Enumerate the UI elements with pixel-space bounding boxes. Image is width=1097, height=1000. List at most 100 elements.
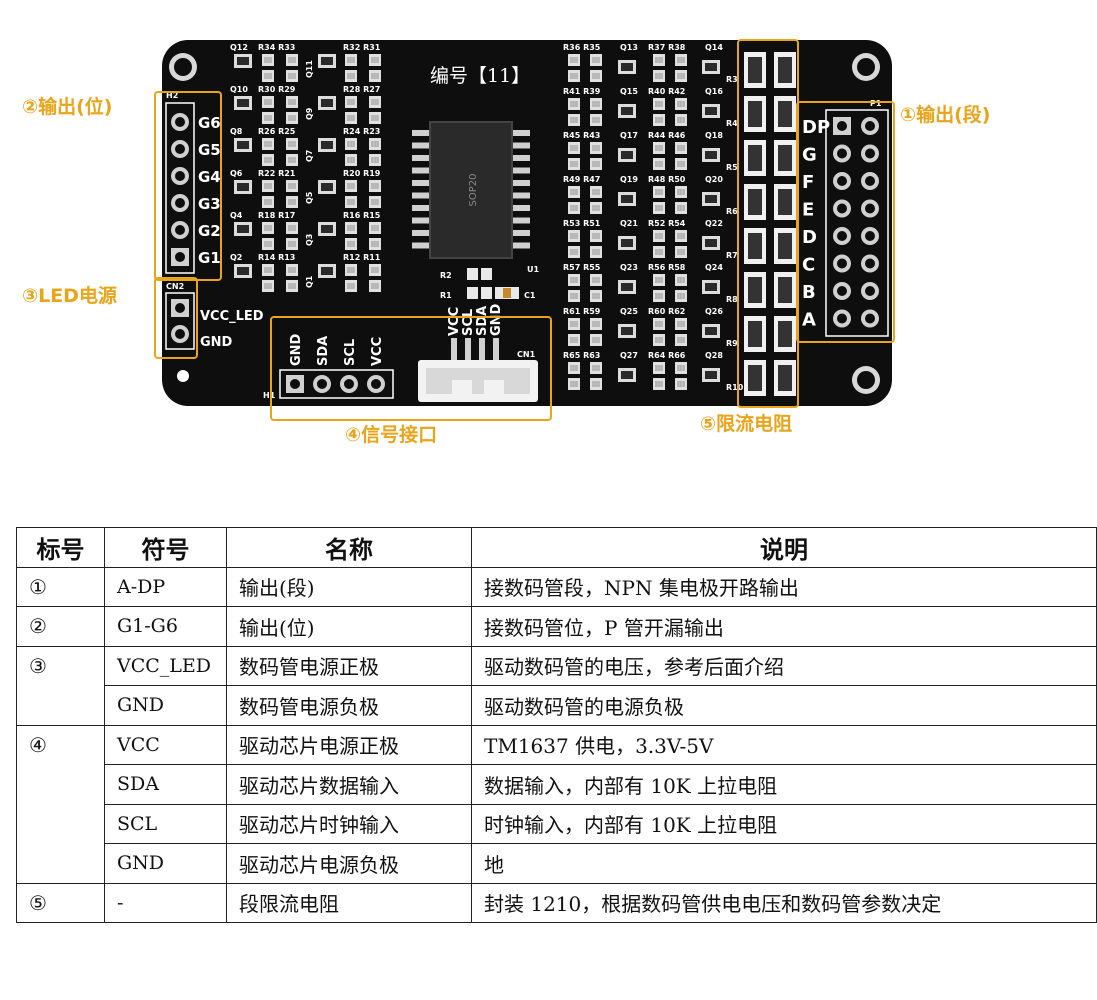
silkscreen-label: R12 R11 (343, 253, 381, 262)
silkscreen-label: D (802, 227, 817, 248)
cell-no (16, 764, 105, 804)
silkscreen-label: Q27 (620, 351, 638, 360)
silkscreen-label: R37 R38 (648, 43, 686, 52)
cell-name: 驱动芯片电源负极 (226, 843, 472, 884)
silkscreen-label: R32 R31 (343, 43, 381, 52)
silkscreen-label: R18 R17 (258, 211, 295, 220)
silkscreen-label: Q21 (620, 219, 638, 228)
svg-text:VCC_LED: VCC_LED (200, 309, 264, 324)
cell-name: 驱动芯片数据输入 (226, 764, 472, 805)
cell-desc: 接数码管段，NPN 集电极开路输出 (471, 566, 1097, 607)
cell-desc: TM1637 供电，3.3V-5V (471, 724, 1097, 765)
cell-desc: 时钟输入，内部有 10K 上拉电阻 (471, 803, 1097, 844)
silkscreen-label: Q7 (305, 150, 314, 162)
silkscreen-label: VCC (447, 307, 462, 336)
cell-desc: 驱动数码管的电源负极 (471, 685, 1097, 726)
silkscreen-label: Q5 (305, 191, 314, 204)
silkscreen-label: Q14 (705, 43, 723, 52)
silkscreen-label: R8 (726, 295, 738, 304)
callout-digit-output: ②输出(位) (22, 95, 112, 118)
cell-desc: 驱动数码管的电压，参考后面介绍 (471, 645, 1097, 686)
cell-desc: 地 (471, 843, 1097, 884)
led-power-header: CN2 VCC_LED GND (165, 282, 264, 350)
silkscreen-label: VCC (370, 337, 385, 366)
silkscreen-label: R9 (726, 339, 738, 348)
silkscreen-label: SDA (316, 336, 331, 366)
silkscreen-label: Q18 (705, 131, 723, 140)
silkscreen-label: Q24 (705, 263, 723, 272)
cell-no: ① (16, 566, 105, 607)
silkscreen-label: R45 R43 (563, 131, 600, 140)
silkscreen-label: R24 R23 (343, 127, 380, 136)
silkscreen-label: G4 (198, 168, 221, 186)
silkscreen-label: R34 R33 (258, 43, 295, 52)
silkscreen-label: G3 (198, 195, 221, 213)
cell-no (16, 804, 105, 844)
silkscreen-label: R65 R63 (563, 351, 600, 360)
svg-text:H1: H1 (263, 391, 276, 400)
silkscreen-label: R22 R21 (258, 169, 296, 178)
silkscreen-label: R36 R35 (563, 43, 601, 52)
silkscreen-label: Q25 (620, 307, 638, 316)
silkscreen-label: R5 (726, 163, 738, 172)
silkscreen-label: R14 R13 (258, 253, 295, 262)
silkscreen-label: SDA (475, 306, 490, 336)
svg-text:GND: GND (200, 335, 233, 350)
cell-no: ⑤ (16, 882, 105, 923)
svg-text:R2: R2 (440, 271, 452, 280)
silkscreen-label: R44 R46 (648, 131, 686, 140)
cell-name: 输出(段) (226, 566, 472, 607)
silkscreen-label: R16 R15 (343, 211, 381, 220)
callout-current-limit: ⑤限流电阻 (700, 412, 792, 435)
silkscreen-label: R7 (726, 251, 738, 260)
silkscreen-label: R56 R58 (648, 263, 686, 272)
misc-parts: R2 R1 C1 (440, 268, 536, 300)
table-row: GND 驱动芯片电源负极 地 (16, 843, 1097, 884)
silkscreen-label: GND (289, 333, 304, 366)
silkscreen-label: G5 (198, 141, 221, 159)
silkscreen-label: A (802, 310, 816, 331)
cell-symbol: GND (104, 843, 227, 884)
silkscreen-label: Q20 (705, 175, 723, 184)
table-row: ② G1-G6 输出(位) 接数码管位，P 管开漏输出 (16, 606, 1097, 647)
cell-symbol: SCL (104, 803, 227, 844)
svg-text:CN2: CN2 (166, 282, 184, 291)
silkscreen-label: R61 R59 (563, 307, 601, 316)
table-row: SDA 驱动芯片数据输入 数据输入，内部有 10K 上拉电阻 (16, 764, 1097, 805)
cell-symbol: VCC (104, 724, 227, 765)
cell-desc: 数据输入，内部有 10K 上拉电阻 (471, 764, 1097, 805)
svg-text:P1: P1 (870, 99, 882, 108)
cell-name: 驱动芯片时钟输入 (226, 803, 472, 844)
table-row: GND 数码管电源负极 驱动数码管的电源负极 (16, 685, 1097, 726)
silkscreen-label: Q3 (305, 234, 314, 246)
silkscreen-label: R64 R66 (648, 351, 686, 360)
silkscreen-label: Q1 (305, 275, 314, 288)
silkscreen-label: Q9 (305, 107, 314, 120)
callout-box-led-power (154, 277, 198, 359)
silkscreen-label: Q4 (230, 211, 243, 220)
callout-signal-interface: ④信号接口 (345, 423, 437, 446)
silkscreen-label: E (802, 200, 814, 221)
callout-led-power: ③LED电源 (22, 284, 117, 307)
silkscreen-label: SCL (461, 309, 476, 336)
silkscreen-label: Q28 (705, 351, 723, 360)
mounting-holes (169, 53, 880, 394)
cell-symbol: - (104, 882, 227, 923)
cell-symbol: VCC_LED (104, 645, 227, 686)
cell-symbol: G1-G6 (104, 606, 227, 647)
silkscreen-label: DP (802, 117, 830, 138)
silkscreen-label: G (802, 145, 817, 166)
silkscreen-label: R26 R25 (258, 127, 296, 136)
header-name: 名称 (226, 527, 472, 568)
cell-desc: 封装 1210，根据数码管供电电压和数码管参数决定 (471, 882, 1097, 923)
silkscreen-label: Q23 (620, 263, 638, 272)
silkscreen-label: R28 R27 (343, 85, 380, 94)
svg-text:H2: H2 (166, 91, 178, 100)
cell-no (16, 685, 105, 726)
silkscreen-label: R41 R39 (563, 87, 601, 96)
callout-box-digit-output (154, 91, 222, 281)
